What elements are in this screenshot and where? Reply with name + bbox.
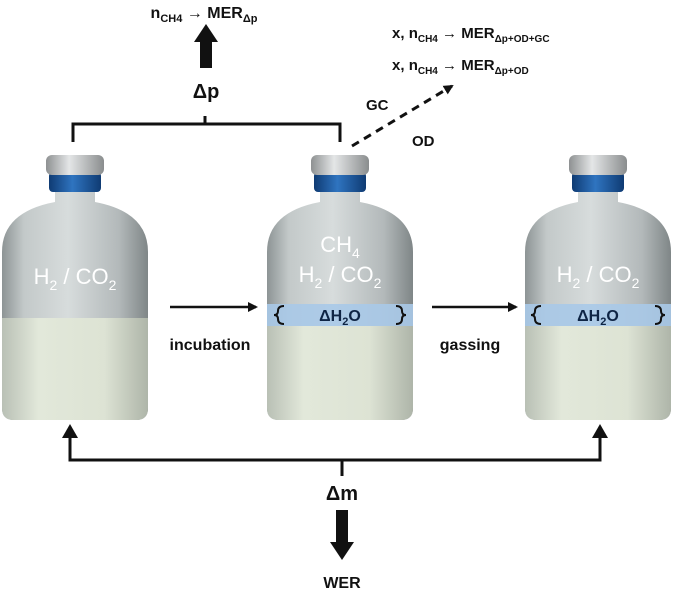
- gas-label-h2-co2: H2 / CO2: [557, 262, 640, 291]
- bottle-3: H2 / CO2 ΔH2O: [525, 155, 671, 420]
- water-label: ΔH2O: [577, 308, 619, 328]
- water-band: [267, 304, 413, 326]
- od-label: OD: [412, 133, 435, 150]
- incubation-label: incubation: [170, 337, 251, 354]
- gassing-label: gassing: [440, 337, 500, 354]
- output-formula-gc: x, nCH4 → MERΔp+OD+GC: [392, 25, 550, 45]
- bottle-seal: [572, 172, 624, 192]
- bottle-liquid: [525, 326, 671, 420]
- down-arrow-icon: [330, 510, 354, 560]
- bottle-2: CH4 H2 / CO2 ΔH2O: [267, 155, 413, 420]
- up-arrow-icon: [194, 24, 218, 68]
- water-band: [525, 304, 671, 326]
- bottle-seal: [49, 172, 101, 192]
- dashed-arrow: [351, 84, 454, 148]
- gas-label-h2-co2: H2 / CO2: [299, 262, 382, 291]
- bottle-liquid: [2, 318, 148, 420]
- bracket-arrow-right-icon: [592, 424, 608, 438]
- water-bracket-left: [273, 305, 285, 325]
- water-label: ΔH2O: [319, 308, 361, 328]
- bottle-seal: [314, 172, 366, 192]
- bottle-cap: [46, 155, 104, 175]
- gas-label-h2-co2: H2 / CO2: [34, 264, 117, 293]
- bottle-cap: [569, 155, 627, 175]
- delta-p-label: Δp: [193, 81, 220, 103]
- wer-label: WER: [323, 575, 361, 592]
- output-formula-od: x, nCH4 → MERΔp+OD: [392, 57, 529, 77]
- gc-label: GC: [366, 97, 389, 114]
- bottle-liquid: [267, 326, 413, 420]
- delta-m-label: Δm: [326, 483, 358, 505]
- water-bracket-right: [654, 305, 666, 325]
- top-formula: nCH4 → MERΔp: [151, 5, 258, 25]
- bottle-cap: [311, 155, 369, 175]
- gas-label-ch4: CH4: [320, 232, 360, 261]
- water-bracket-right: [395, 305, 407, 325]
- bracket-arrow-left-icon: [62, 424, 78, 438]
- water-bracket-left: [530, 305, 542, 325]
- top-brace: [71, 116, 342, 142]
- bottom-bracket: [68, 434, 602, 462]
- bottle-1: H2 / CO2: [2, 155, 148, 420]
